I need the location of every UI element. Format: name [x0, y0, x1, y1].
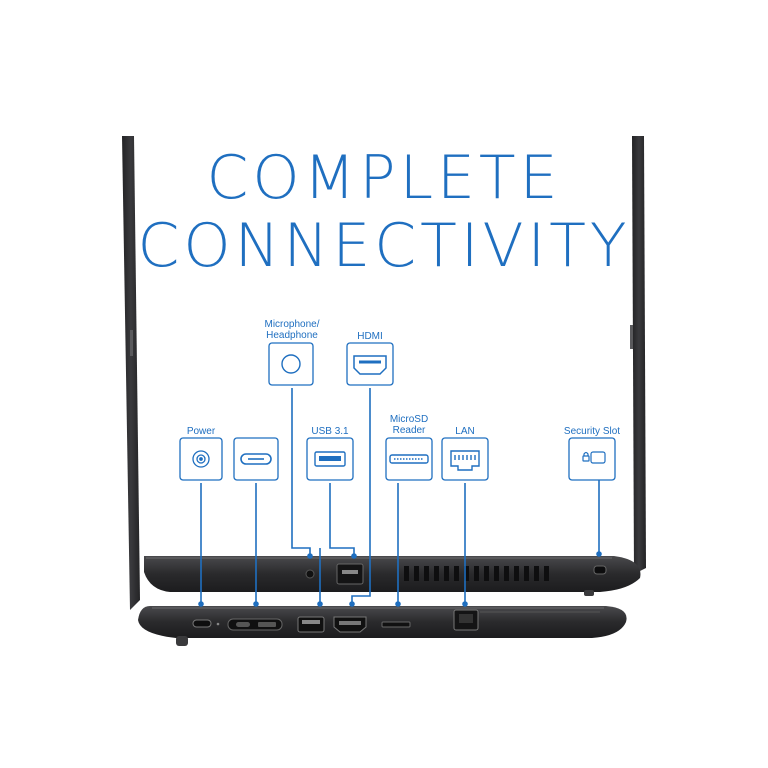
usb-a-port — [297, 616, 325, 633]
power-port — [192, 619, 220, 628]
hdmi-callout-box — [346, 342, 394, 386]
headline-line-1: COMPLETE — [206, 143, 562, 213]
headline-line-2: CONNECTIVITY — [137, 211, 631, 281]
security-lock-icon — [582, 451, 606, 464]
hdmi-port-icon — [353, 355, 387, 375]
microsd-label: MicroSD Reader — [374, 414, 444, 436]
security-callout-box — [568, 437, 616, 481]
usb-c-port — [227, 618, 283, 631]
lan-port — [453, 609, 479, 631]
right-laptop-lid — [632, 136, 646, 574]
hdmi-port — [333, 616, 367, 633]
microphone-label-line2: Headphone — [266, 330, 318, 341]
power-label: Power — [186, 426, 216, 437]
microsd-port — [381, 621, 411, 628]
microphone-label: Microphone/ Headphone — [246, 319, 338, 341]
microphone-label-line1: Microphone/ — [264, 319, 320, 330]
security-slot-label: Security Slot — [563, 426, 621, 437]
cooling-vents — [404, 566, 549, 581]
usb-a-port-icon — [314, 451, 346, 467]
lan-label: LAN — [455, 426, 475, 437]
right-laptop-base — [144, 556, 641, 592]
connector-lines — [198, 388, 602, 607]
usb31-label: USB 3.1 — [311, 426, 349, 437]
microsd-label-line1: MicroSD — [389, 414, 429, 425]
microsd-label-line2: Reader — [392, 425, 426, 436]
ethernet-port-icon — [450, 450, 480, 471]
usb-c-port-icon — [240, 453, 272, 465]
audio-jack-icon — [281, 354, 301, 374]
left-laptop-lid — [122, 136, 140, 610]
microphone-callout-box — [268, 342, 314, 386]
security-slot-port — [593, 565, 607, 575]
power-port-icon — [192, 450, 210, 468]
lan-callout-box — [441, 437, 489, 481]
hdmi-label: HDMI — [357, 331, 383, 342]
microsd-slot-icon — [389, 454, 429, 464]
audio-jack-port — [305, 569, 315, 579]
